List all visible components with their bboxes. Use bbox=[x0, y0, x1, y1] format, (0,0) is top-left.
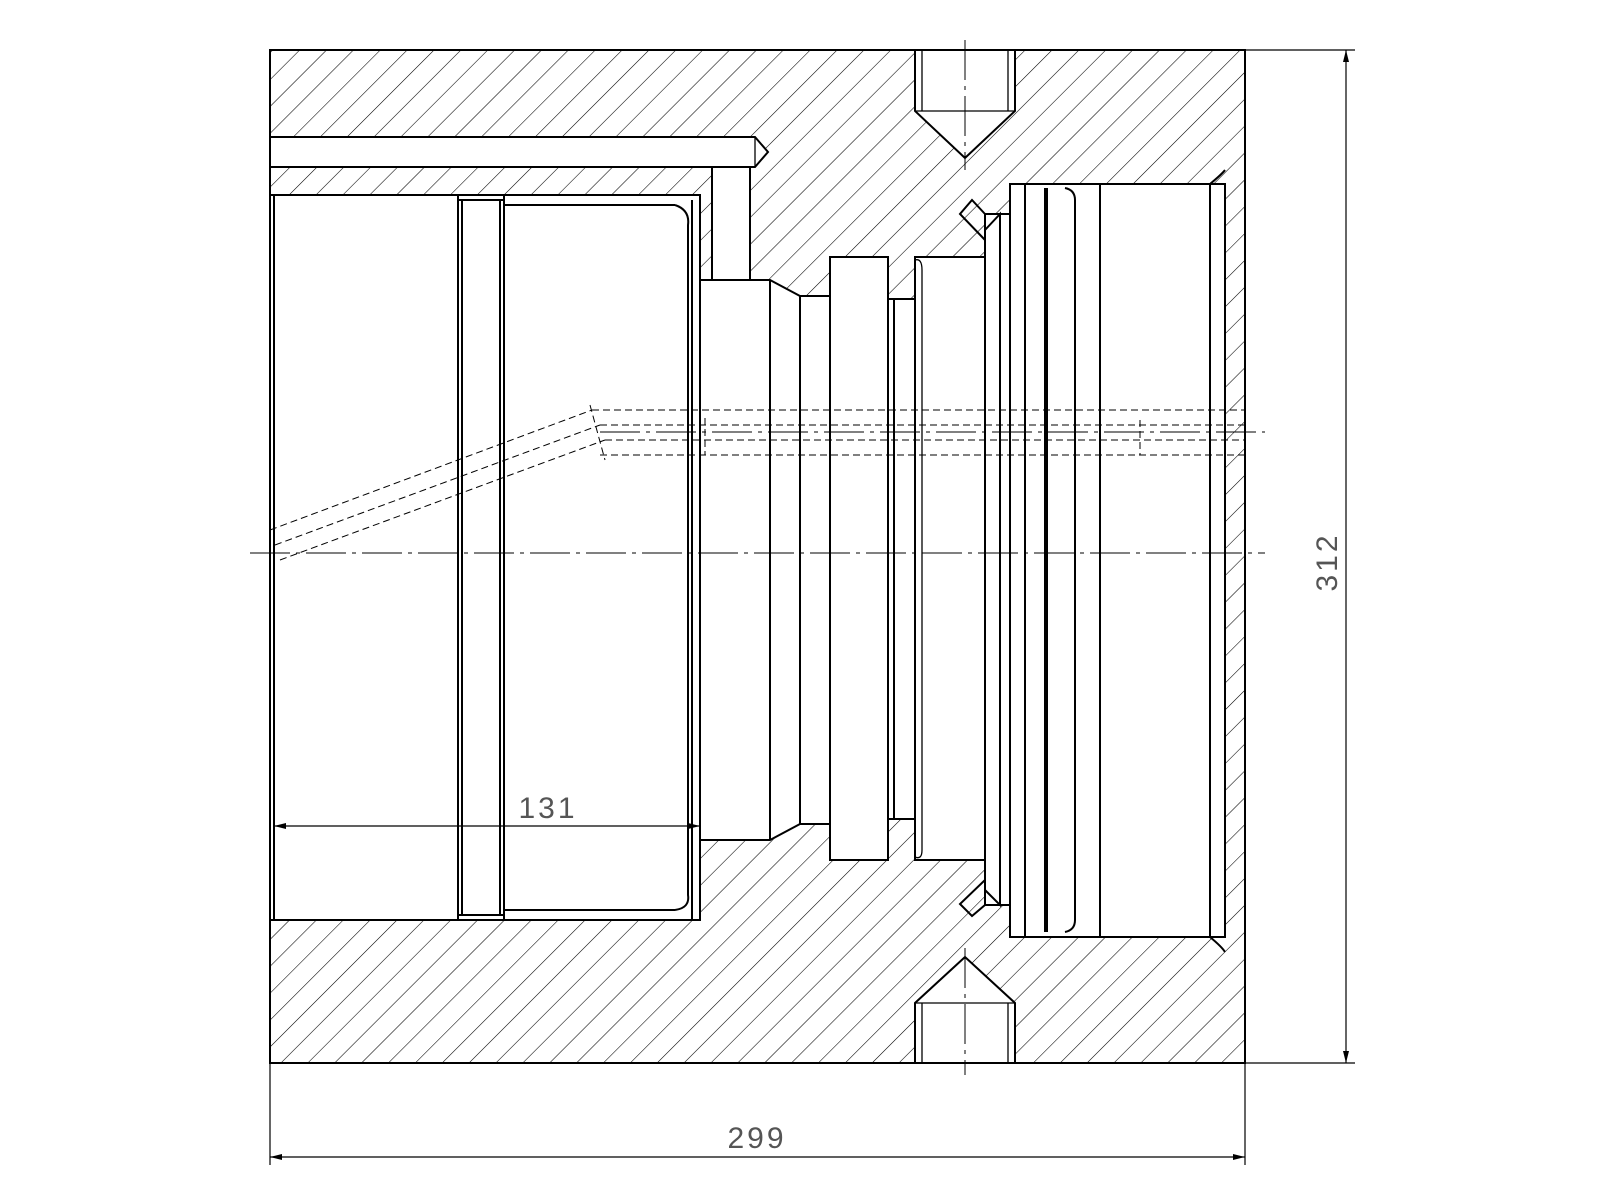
dim-overall-width: 299 bbox=[269, 1063, 1246, 1165]
hidden-passages bbox=[269, 404, 1245, 565]
bore-left-caps bbox=[458, 199, 675, 916]
section-hatch bbox=[270, 50, 1245, 1063]
dim-bore-depth: 131 bbox=[274, 792, 700, 829]
bottom-thread-lines bbox=[915, 1002, 1015, 1063]
bore-left-lines bbox=[273, 195, 505, 920]
bore-profile bbox=[270, 183, 1226, 938]
right-ring-caps bbox=[1025, 183, 1100, 938]
right-rings bbox=[1009, 184, 1101, 937]
dim-height-label: 312 bbox=[1311, 532, 1344, 591]
dim-overall-height: 312 bbox=[1245, 49, 1355, 1064]
dim-width-label: 299 bbox=[727, 1122, 786, 1155]
bore-middle-lines bbox=[699, 257, 916, 860]
right-chamfer bbox=[1209, 169, 1226, 953]
dim-depth-label: 131 bbox=[518, 792, 577, 825]
bore-middle-fillets bbox=[914, 259, 923, 859]
top-channel bbox=[270, 136, 770, 168]
groove-left bbox=[674, 200, 693, 920]
v-groove bbox=[958, 198, 986, 918]
channel-drop bbox=[711, 167, 751, 280]
v-groove-inner bbox=[984, 211, 1010, 908]
